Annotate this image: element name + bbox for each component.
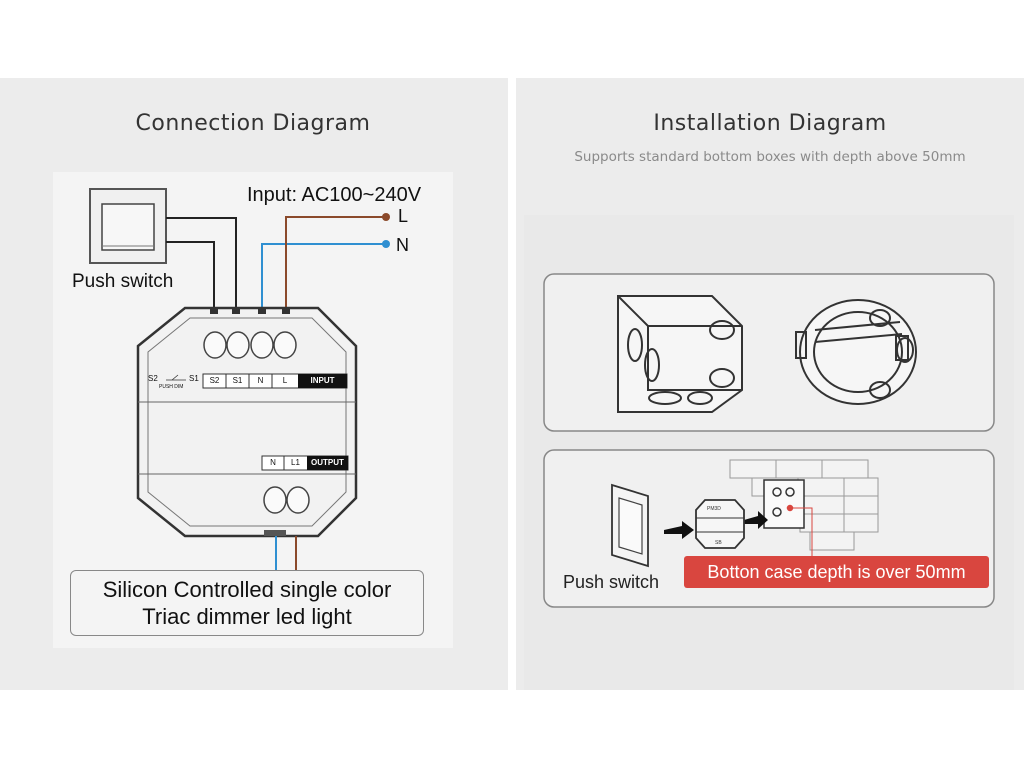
module-label-top: PM3D [707, 506, 721, 512]
terminal-out-n: N [270, 458, 276, 467]
terminal-l: L [282, 376, 288, 385]
switch-tag-s1: S1 [189, 374, 199, 383]
led-light-label: Silicon Controlled single color Triac di… [70, 570, 424, 636]
depth-note-badge: Botton case depth is over 50mm [684, 556, 989, 588]
live-node [382, 213, 390, 221]
arrow-icon [664, 511, 768, 539]
terminal-n: N [257, 376, 264, 385]
installation-title: Installation Diagram [653, 111, 887, 136]
live-label: L [398, 206, 409, 226]
push-dim-tag: PUSH DIM [159, 384, 184, 390]
led-light-line-1: Silicon Controlled single color [102, 577, 392, 602]
module-label-bottom: SB [715, 540, 722, 546]
neutral-label: N [396, 235, 409, 255]
round-backbox-icon [795, 299, 917, 405]
wall-box-icon [763, 479, 805, 529]
depth-pointer [790, 507, 813, 556]
dimmer-module [136, 306, 358, 538]
push-switch-icon-small [611, 483, 649, 568]
terminal-out-l1: L1 [291, 458, 300, 467]
dimmer-module-small [695, 499, 745, 549]
install-push-switch-label: Push switch [563, 572, 660, 592]
switch-tag-s2: S2 [148, 374, 158, 383]
output-tag: OUTPUT [311, 458, 344, 467]
bottom-box-card [543, 273, 995, 432]
neutral-node [382, 240, 390, 248]
installation-subtitle: Supports standard bottom boxes with dept… [574, 149, 966, 165]
square-backbox-icon [617, 295, 743, 413]
input-tag: INPUT [310, 376, 335, 385]
led-light-line-2: Triac dimmer led light [142, 604, 352, 629]
live-wire [285, 216, 386, 312]
push-switch-label: Push switch [72, 271, 174, 292]
connection-title: Connection Diagram [135, 111, 371, 136]
neutral-wire [261, 243, 386, 312]
terminal-s1: S1 [232, 376, 243, 385]
terminal-s2: S2 [209, 376, 220, 385]
input-voltage-label: Input: AC100~240V [247, 184, 422, 206]
switch-wires [166, 217, 237, 312]
push-switch-icon [89, 188, 167, 264]
